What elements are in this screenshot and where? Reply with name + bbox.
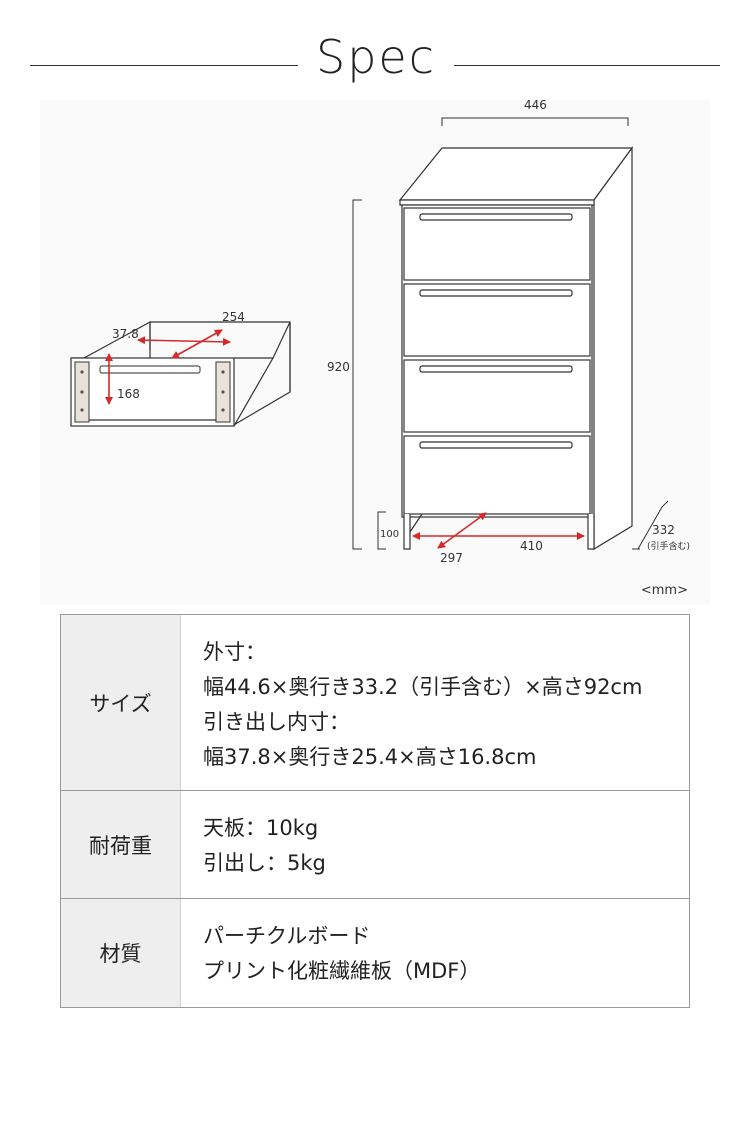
page-title: Spec xyxy=(316,30,436,84)
spec-row-load: 耐荷重 天板：10kg 引出し：5kg xyxy=(61,791,689,899)
spec-head-size: サイズ xyxy=(61,615,181,790)
spec-table: サイズ 外寸： 幅44.6×奥行き33.2（引手含む）×高さ92cm 引き出し内… xyxy=(60,614,690,1008)
spec-line: 天板：10kg xyxy=(203,816,319,840)
base-depth-label: 297 xyxy=(440,551,463,565)
cabinet-depth-note: (引手含む) xyxy=(647,540,690,552)
cabinet-height-label: 920 xyxy=(327,360,350,374)
spec-body-load: 天板：10kg 引出し：5kg xyxy=(181,791,689,898)
cabinet-depth-dimension xyxy=(632,500,669,550)
cabinet-depth-label: 332 xyxy=(652,523,675,537)
spec-line: 外寸： xyxy=(203,640,266,664)
cabinet-illustration xyxy=(398,146,634,551)
spec-line: 引出し：5kg xyxy=(203,851,326,875)
spec-header: Spec xyxy=(0,0,750,100)
spec-line: 幅44.6×奥行き33.2（引手含む）×高さ92cm xyxy=(203,675,643,699)
spec-body-material: パーチクルボード プリント化粧繊維板（MDF） xyxy=(181,899,689,1007)
cabinet-width-label: 446 xyxy=(524,100,547,112)
leg-height-dimension xyxy=(377,511,386,550)
base-width-label: 410 xyxy=(520,539,543,553)
spec-row-material: 材質 パーチクルボード プリント化粧繊維板（MDF） xyxy=(61,899,689,1007)
cabinet-height-dimension xyxy=(352,199,362,550)
spec-head-load: 耐荷重 xyxy=(61,791,181,898)
drawer-depth-label: 254 xyxy=(222,310,245,324)
leg-height-label: 100 xyxy=(380,529,399,540)
spec-line: 幅37.8×奥行き25.4×高さ16.8cm xyxy=(203,745,537,769)
drawer-width-label: 37.8 xyxy=(112,327,139,341)
drawer-dimension-arrows xyxy=(105,329,231,405)
header-rule-right xyxy=(454,65,720,66)
cabinet-width-dimension xyxy=(441,117,629,126)
spec-body-size: 外寸： 幅44.6×奥行き33.2（引手含む）×高さ92cm 引き出し内寸： 幅… xyxy=(181,615,689,790)
spec-line: パーチクルボード xyxy=(203,924,371,948)
spec-head-material: 材質 xyxy=(61,899,181,1007)
unit-label: <mm> xyxy=(640,583,688,598)
dimension-diagram: 37.8 254 168 446 920 100 xyxy=(40,100,710,605)
base-dimension-arrows xyxy=(412,512,585,549)
drawer-illustration xyxy=(70,320,291,427)
dimension-drawing: 37.8 254 168 446 920 100 xyxy=(70,100,690,565)
spec-line: 引き出し内寸： xyxy=(203,710,350,734)
spec-line: プリント化粧繊維板（MDF） xyxy=(203,959,481,983)
drawer-height-label: 168 xyxy=(117,387,140,401)
spec-row-size: サイズ 外寸： 幅44.6×奥行き33.2（引手含む）×高さ92cm 引き出し内… xyxy=(61,615,689,791)
header-rule-left xyxy=(30,65,298,66)
